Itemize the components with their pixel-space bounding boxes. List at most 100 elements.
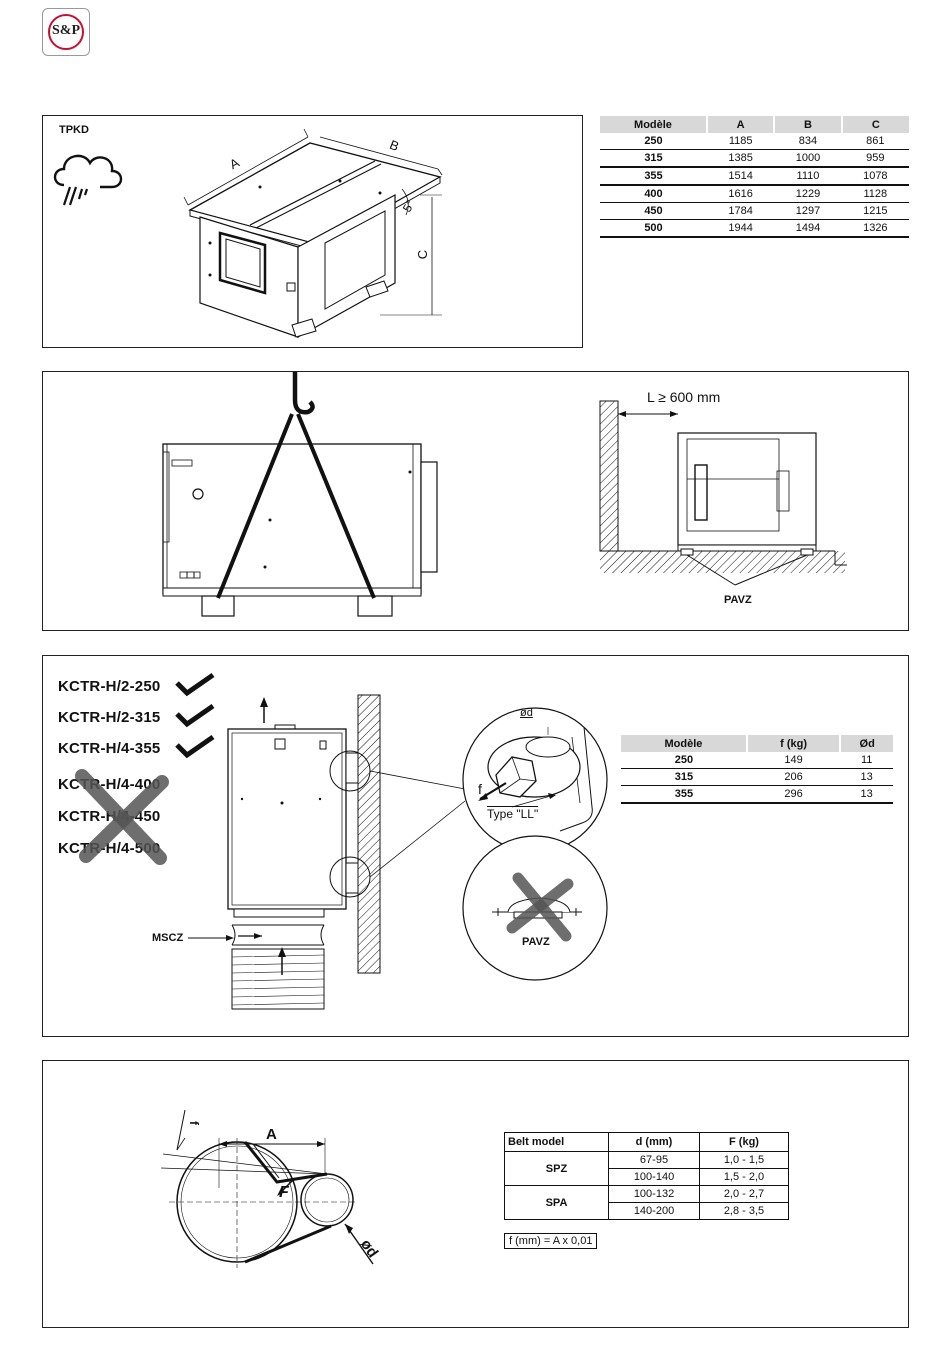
belt-drawing <box>160 1109 374 1268</box>
detail-type-label: Type "LL" <box>487 806 539 821</box>
support-label: PAVZ <box>724 594 752 606</box>
logo-ring <box>48 14 84 50</box>
table-cell: 250 <box>600 133 707 150</box>
table-cell: 206 <box>746 768 841 786</box>
table-row: 100-140 1,5 - 2,0 <box>505 1168 789 1186</box>
col-header: A <box>705 116 775 133</box>
table-row: 355 296 13 <box>621 785 893 804</box>
table-header-row: Modèle f (kg) Ød <box>621 735 893 752</box>
table-cell: 100-140 <box>608 1168 700 1186</box>
table-cell: 1297 <box>774 202 842 220</box>
col-header: Ød <box>839 735 893 752</box>
table-row: 500 1944 1494 1326 <box>600 219 909 238</box>
suspension-panel <box>42 655 909 1037</box>
table-cell: 140-200 <box>608 1202 700 1220</box>
col-header: d (mm) <box>608 1132 700 1152</box>
clearance-drawing <box>599 400 847 586</box>
unit-isometric-drawing <box>183 128 443 339</box>
table-cell: 2,0 - 2,7 <box>699 1185 789 1203</box>
table-cell: 400 <box>600 185 707 203</box>
table-row: 355 1514 1110 1078 <box>600 167 909 186</box>
table-cell: 1326 <box>841 219 909 238</box>
table-cell: 250 <box>621 752 747 769</box>
table-row: 140-200 2,8 - 3,5 <box>505 1202 789 1220</box>
dimensions-table: Modèle A B C 250 1185 834 861 315 1385 1… <box>600 116 909 238</box>
model-ok-1: KCTR-H/2-250 <box>58 678 161 695</box>
col-header: C <box>840 116 909 133</box>
col-header: Belt model <box>504 1132 609 1152</box>
col-header: Modèle <box>600 116 707 133</box>
table-row: 250 1185 834 861 <box>600 133 909 150</box>
lifting-drawing <box>162 372 438 617</box>
belt-label-small-f: f <box>187 1121 201 1125</box>
checkmark-icon <box>175 703 215 728</box>
deflection-formula: f (mm) = A x 0,01 <box>504 1233 598 1249</box>
table-cell: SPA <box>504 1185 609 1220</box>
table-cell: 315 <box>600 149 707 168</box>
table-row: 450 1784 1297 1215 <box>600 202 909 220</box>
table-cell: 450 <box>600 202 707 220</box>
table-cell: 296 <box>746 785 841 804</box>
table-cell: 1110 <box>774 167 842 186</box>
col-header: F (kg) <box>699 1132 789 1152</box>
table-cell: 11 <box>840 752 893 769</box>
table-row: SPZ 67-95 1,0 - 1,5 <box>504 1151 789 1186</box>
table-cell: 1784 <box>706 202 775 220</box>
table-cell: 1,5 - 2,0 <box>699 1168 789 1186</box>
belt-label-a: A <box>266 1126 277 1143</box>
table-cell: 1944 <box>706 219 775 238</box>
detail-force-label: f <box>478 781 482 797</box>
support-detail-drawing <box>462 835 608 981</box>
connector-label: MSCZ <box>152 932 184 944</box>
table-row: SPA 100-132 2,0 - 2,7 <box>504 1185 789 1220</box>
logo-text: S&P <box>52 23 80 38</box>
table-cell: 100-132 <box>608 1185 700 1203</box>
wall-mount-drawing <box>227 694 466 1010</box>
table-cell: 315 <box>621 768 747 786</box>
brand-logo: S&P <box>42 8 90 56</box>
table-cell: 1000 <box>774 149 842 168</box>
table-row: 315 1385 1000 959 <box>600 149 909 168</box>
checkmark-icon <box>175 672 215 697</box>
bolt-detail-drawing <box>462 707 608 853</box>
table-cell: 1,0 - 1,5 <box>699 1151 789 1169</box>
table-cell: 1128 <box>841 185 909 203</box>
table-header-row: Modèle A B C <box>600 116 909 133</box>
table-cell: 1215 <box>841 202 909 220</box>
table-cell: 1616 <box>706 185 775 203</box>
table-cell: 355 <box>621 785 747 804</box>
belt-label-f: F <box>279 1184 289 1201</box>
table-cell: 355 <box>600 167 707 186</box>
model-ok-2: KCTR-H/2-315 <box>58 709 161 726</box>
cross-out-icon <box>75 769 169 865</box>
table-cell: 67-95 <box>608 1151 700 1169</box>
clearance-label: L ≥ 600 mm <box>647 389 721 405</box>
checkmark-icon <box>175 734 215 759</box>
table-cell: 834 <box>774 133 842 150</box>
table-cell: 1078 <box>841 167 909 186</box>
table-row: 250 149 11 <box>621 752 893 769</box>
dim-label-c: C <box>415 249 431 260</box>
product-label: TPKD <box>59 124 89 136</box>
table-cell: 1185 <box>706 133 775 150</box>
table-cell: 1229 <box>774 185 842 203</box>
table-cell: 13 <box>840 785 893 804</box>
table-cell: 2,8 - 3,5 <box>699 1202 789 1220</box>
table-cell: 1385 <box>706 149 775 168</box>
detail-support-label: PAVZ <box>522 936 550 948</box>
table-row: 400 1616 1229 1128 <box>600 185 909 203</box>
col-header: B <box>773 116 842 133</box>
table-header-row: Belt model d (mm) F (kg) <box>504 1132 789 1152</box>
table-cell: 959 <box>841 149 909 168</box>
col-header: Modèle <box>621 735 747 752</box>
table-cell: 149 <box>746 752 841 769</box>
weight-table: Modèle f (kg) Ød 250 149 11 315 206 13 3… <box>621 735 893 804</box>
detail-diameter-label: ød <box>520 707 533 719</box>
belt-table: Belt model d (mm) F (kg) SPZ 67-95 1,0 -… <box>504 1132 789 1220</box>
table-cell: SPZ <box>504 1151 609 1186</box>
col-header: f (kg) <box>745 735 841 752</box>
rain-cloud-icon <box>53 154 123 206</box>
table-cell: 1514 <box>706 167 775 186</box>
model-ok-3: KCTR-H/4-355 <box>58 740 161 757</box>
table-cell: 13 <box>840 768 893 786</box>
